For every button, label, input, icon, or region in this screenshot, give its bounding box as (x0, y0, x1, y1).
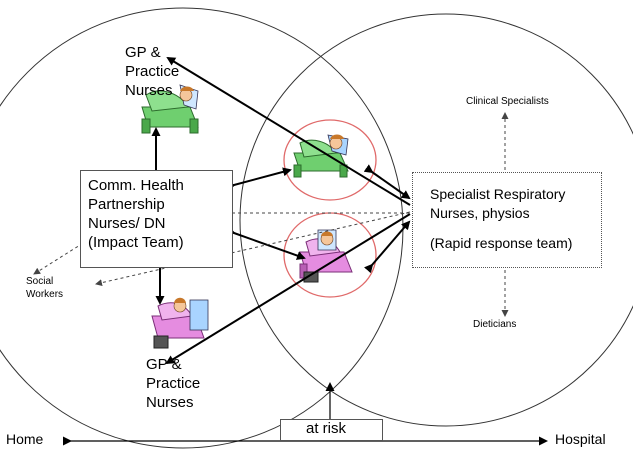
gp-top-label-line: GP & (125, 44, 161, 61)
specialist-label-line: Specialist Respiratory (430, 186, 566, 202)
gp-bottom-label-line: Nurses (146, 394, 194, 411)
dieticians-label: Dieticians (473, 319, 517, 330)
at-risk-label: at risk (306, 420, 347, 437)
home-axis-label: Home (6, 431, 44, 447)
arrow-community-patient-bottom (225, 226, 306, 260)
overlap-patient-ring-top (283, 119, 377, 201)
patient-bed-icon (299, 229, 353, 283)
specialist-team-box (412, 172, 602, 268)
gp-bottom-label-line: Practice (146, 375, 201, 392)
community-label-line: (Impact Team) (88, 234, 184, 251)
community-label-line: Nurses/ DN (88, 215, 166, 232)
community-label-line: Partnership (88, 196, 165, 213)
gp-top-label-line: Nurses (125, 82, 173, 99)
social-workers-label-line: Social (26, 276, 54, 287)
community-label-line: Comm. Health (88, 177, 184, 194)
arrow-specialist-patient-bottom (364, 220, 411, 274)
hospital-axis-label: Hospital (555, 431, 606, 447)
specialist-label-line: Nurses, physios (430, 205, 530, 221)
clinical-specialists-label: Clinical Specialists (466, 96, 549, 107)
community-health-box (80, 170, 233, 268)
patient-bed-icon (293, 134, 349, 178)
arrow-specialist-patient-top (363, 164, 411, 200)
specialist-label-line: (Rapid response team) (430, 235, 573, 251)
patient-bed-icon (141, 84, 199, 134)
patient-bed-icon (151, 297, 209, 349)
social-workers-label-line: Workers (26, 289, 64, 300)
hospital-circle (239, 13, 633, 427)
gp-bottom-label-line: GP & (146, 356, 182, 373)
at-risk-box (280, 419, 383, 441)
gp-top-label-line: Practice (125, 63, 180, 80)
dashed-arrow-to-social-workers (33, 239, 89, 275)
arrow-community-patient-top (226, 167, 292, 192)
